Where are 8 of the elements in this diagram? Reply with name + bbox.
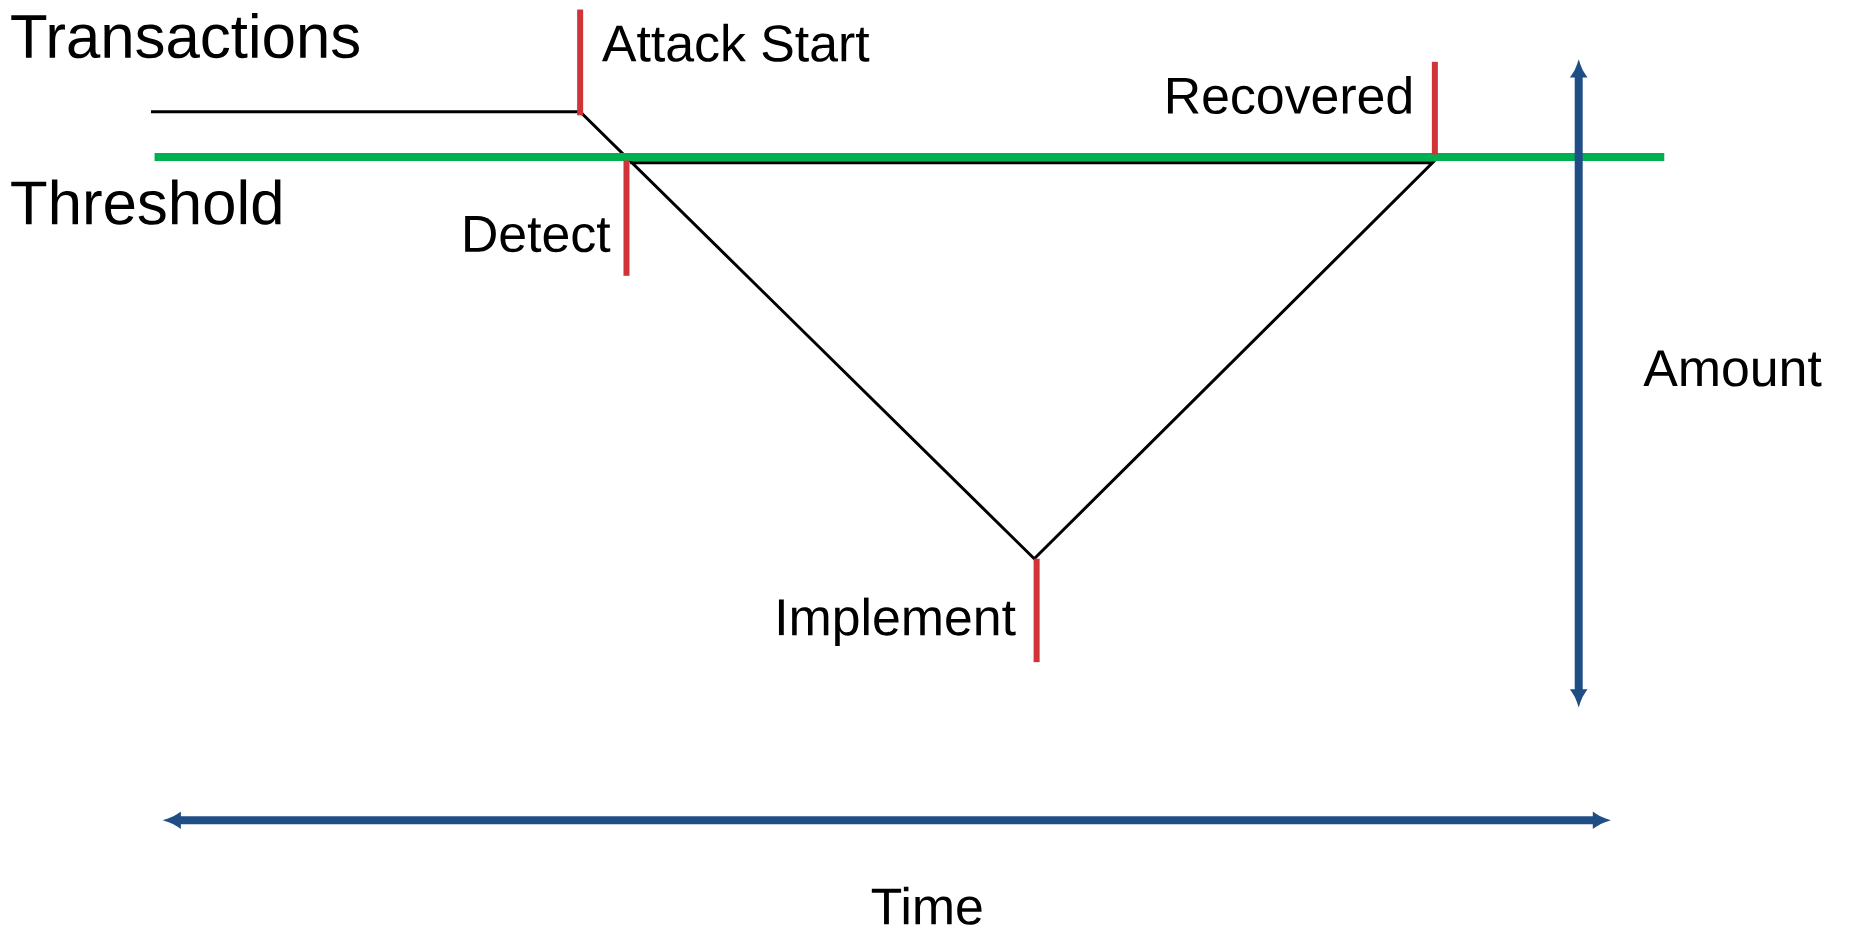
event-label: Attack Start xyxy=(602,24,870,63)
axis-label: Amount xyxy=(1643,350,1822,387)
series-label: Transactions xyxy=(11,13,359,59)
event-label: Detect xyxy=(465,216,611,253)
threshold-label: Threshold xyxy=(11,179,281,225)
event-label: Implement xyxy=(778,597,1016,647)
axis-label: Time xyxy=(871,887,982,926)
event-label: Recovered xyxy=(1168,76,1411,115)
